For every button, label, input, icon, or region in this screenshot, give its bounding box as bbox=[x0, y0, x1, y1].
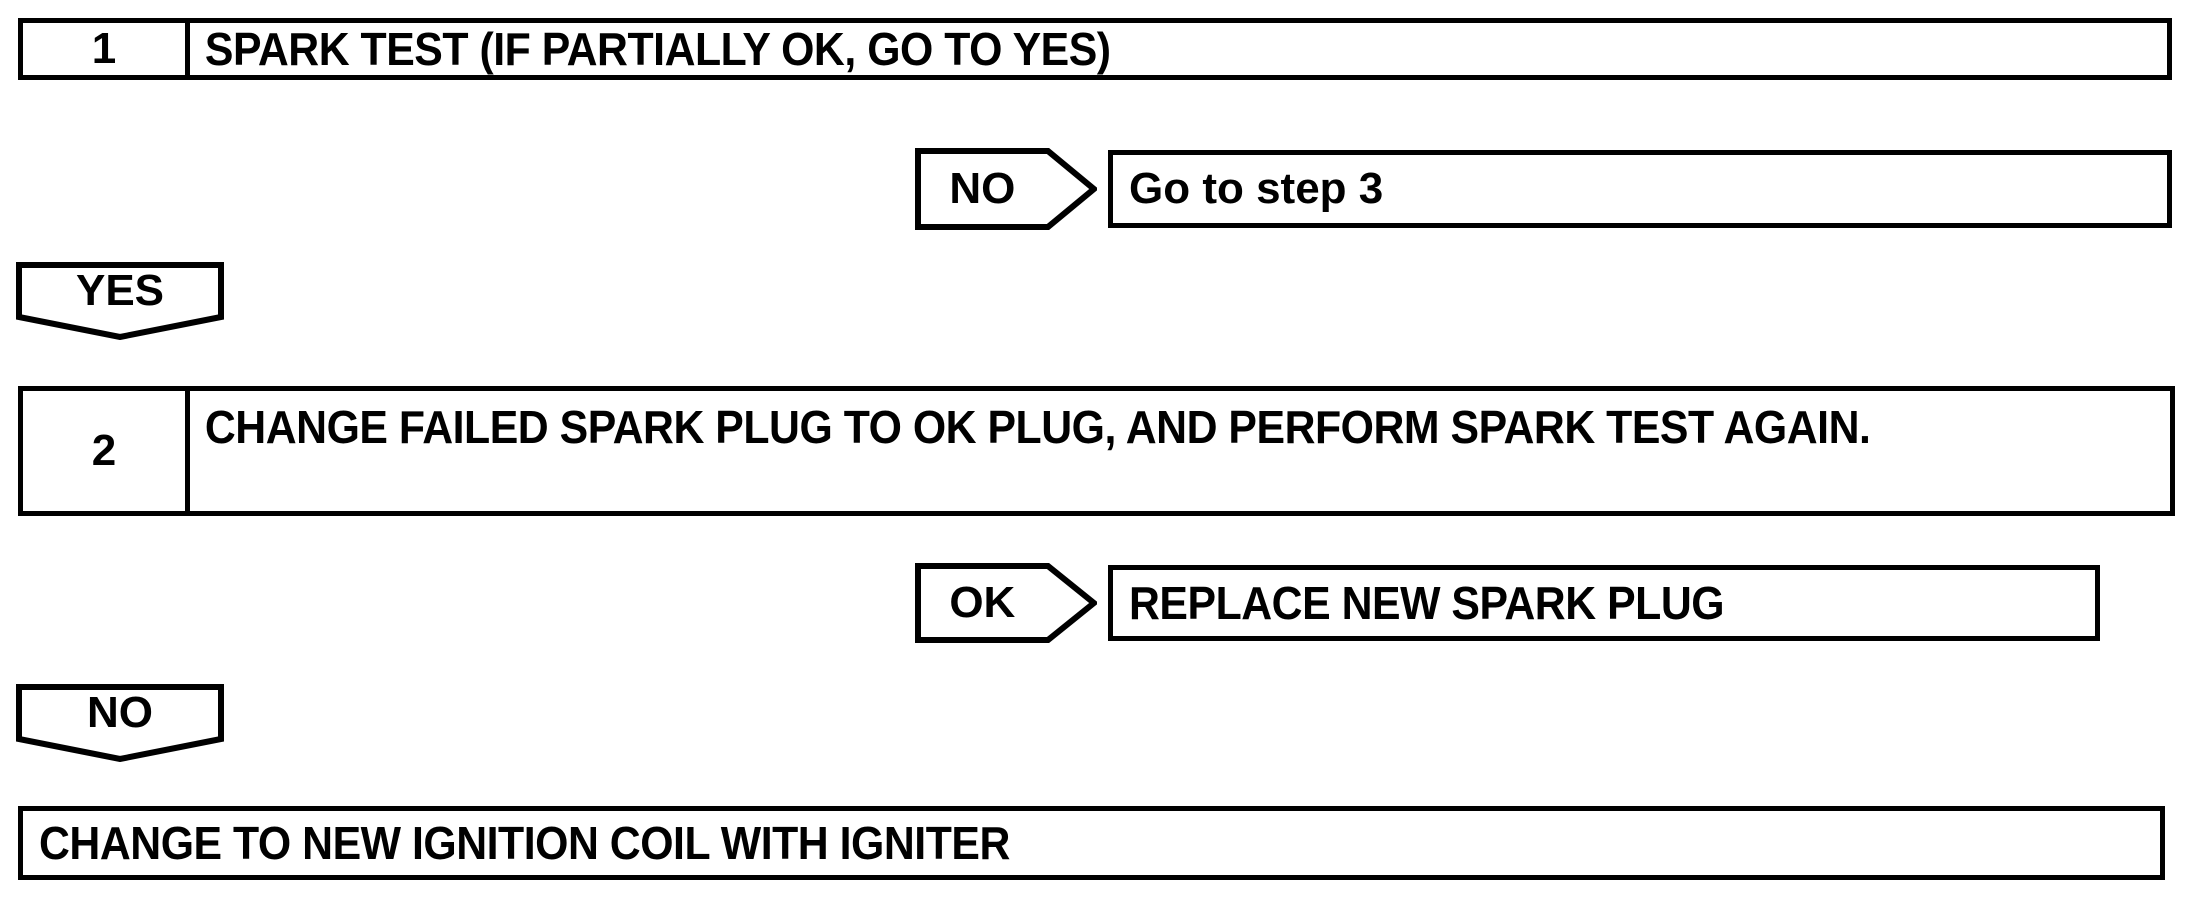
branch-tag-no-1[interactable]: NO bbox=[915, 148, 1097, 230]
step-number-1: 1 bbox=[23, 23, 190, 75]
connector-tag-yes[interactable]: YES bbox=[16, 262, 224, 340]
connector-tag-no[interactable]: NO bbox=[16, 684, 224, 762]
branch-result-label-1: Go to step 3 bbox=[1129, 164, 1384, 213]
arrow-right-shape-icon bbox=[915, 563, 1097, 643]
step-box-1[interactable]: 1 SPARK TEST (IF PARTIALLY OK, GO TO YES… bbox=[18, 18, 2172, 80]
branch-result-box-2[interactable]: REPLACE NEW SPARK PLUG bbox=[1108, 565, 2100, 641]
step-number-2: 2 bbox=[23, 391, 190, 511]
step-text-2: CHANGE FAILED SPARK PLUG TO OK PLUG, AND… bbox=[204, 401, 1871, 453]
branch-tag-ok[interactable]: OK bbox=[915, 563, 1097, 643]
step-text-1: SPARK TEST (IF PARTIALLY OK, GO TO YES) bbox=[204, 22, 1111, 75]
branch-result-label-2: REPLACE NEW SPARK PLUG bbox=[1129, 577, 1725, 629]
step-box-2[interactable]: 2 CHANGE FAILED SPARK PLUG TO OK PLUG, A… bbox=[18, 386, 2175, 516]
arrow-down-shape-icon bbox=[16, 684, 224, 762]
terminal-label: CHANGE TO NEW IGNITION COIL WITH IGNITER bbox=[39, 817, 1010, 869]
arrow-right-shape-icon bbox=[915, 148, 1097, 230]
branch-result-box-1[interactable]: Go to step 3 bbox=[1108, 150, 2172, 228]
terminal-box[interactable]: CHANGE TO NEW IGNITION COIL WITH IGNITER bbox=[18, 806, 2165, 880]
arrow-down-shape-icon bbox=[16, 262, 224, 340]
